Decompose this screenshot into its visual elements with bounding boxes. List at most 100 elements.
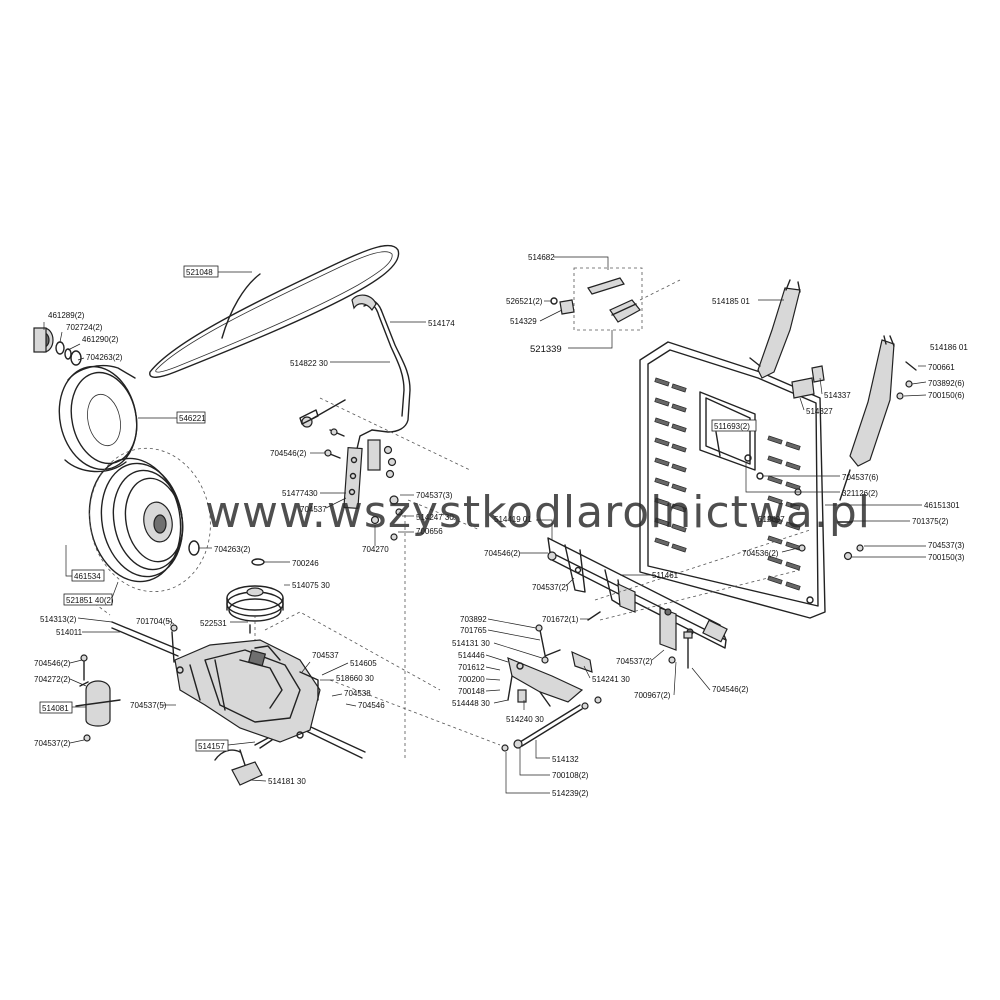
label-514174: 514174 [428,319,455,328]
label-514419-01: 514419 01 [494,515,532,524]
label-514337: 514337 [824,391,851,400]
plate-slot [785,441,801,451]
label-514132: 514132 [552,755,579,764]
plate-slot [785,461,801,471]
label-521851-40: 521851 40(2) [66,596,114,605]
plate-slot [654,497,670,507]
wheel-rim-461534 [88,447,211,593]
label-700200: 700200 [458,675,485,684]
plate-slot [767,475,783,485]
label-461289: 461289(2) [48,311,85,320]
label-704537-e: 704537 [312,651,339,660]
label-704546-a: 704546(2) [270,449,307,458]
plate-slot [654,537,670,547]
label-514247-30: 514247 30 [416,513,454,522]
watermark-text: www.wszystkodlarolnictwa.pl [205,487,871,538]
label-700108: 700108(2) [552,771,589,780]
label-700246: 700246 [292,559,319,568]
side-strut-514185 [749,279,825,399]
plate-slot [767,555,783,565]
label-704546-e: 704546(2) [712,685,749,694]
label-514075-30: 514075 30 [292,581,330,590]
pulley-514075 [226,558,284,634]
label-700150-b: 700150(3) [928,553,965,562]
plate-slot [767,435,783,445]
label-701765: 701765 [460,626,487,635]
label-701375: 701375(2) [912,517,949,526]
label-703892-b: 703892 [460,615,487,624]
control-rod [299,399,346,428]
label-704537-d: 704537(5) [130,701,167,710]
callout-labels: 521048 514174 514822 30 461289(2) 702724… [34,253,968,798]
plate-slot [785,581,801,591]
plate-slot [654,437,670,447]
plate-slot [654,377,670,387]
plate-slot [671,463,687,473]
label-514313: 514313(2) [40,615,77,624]
label-704546-b: 704546(2) [34,659,71,668]
floor-plate-46151301 [639,341,826,619]
label-514081: 514081 [42,704,69,713]
label-511693: 511693(2) [714,422,750,431]
plate-slot [671,503,687,513]
linkage-514240 [507,649,593,707]
label-514157: 514157 [198,742,225,751]
plate-slot [654,457,670,467]
shift-lever-514174 [343,294,411,510]
bracket-514181 [214,737,273,786]
label-461290: 461290(2) [82,335,119,344]
label-514240-30: 514240 30 [506,715,544,724]
label-704538: 704538 [344,689,371,698]
label-518660-30: 518660 30 [336,674,374,683]
label-514011: 514011 [56,628,83,637]
label-700661: 700661 [928,363,955,372]
label-704537-f: 704537(6) [842,473,879,482]
plate-slot [671,403,687,413]
label-514241-30: 514241 30 [592,675,630,684]
plate-slot [654,477,670,487]
axle-bracket-514081 [75,654,121,742]
label-701612: 701612 [458,663,485,672]
assembly-dashed-lines-left [89,397,501,760]
plate-slot [654,517,670,527]
label-512897: 512897 [758,515,785,524]
label-51477430: 51477430 [282,489,318,498]
label-704270: 704270 [362,545,389,554]
label-702724: 702724(2) [66,323,103,332]
plate-slot [785,521,801,531]
label-46151301: 46151301 [924,501,960,510]
label-514605: 514605 [350,659,377,668]
label-704546-c: 704546 [358,701,385,710]
label-514186-01: 514186 01 [930,343,968,352]
plate-slot [671,423,687,433]
label-700656: 700656 [416,527,443,536]
label-704537-b: 704537(3) [416,491,453,500]
label-511461: 511461 [652,571,679,580]
label-514185-01: 514185 01 [712,297,750,306]
plate-slot [767,495,783,505]
frame-hardware [535,611,693,669]
plate-slot [654,397,670,407]
plate-slot [785,561,801,571]
label-526521: 526521(2) [506,297,543,306]
label-700967: 700967(2) [634,691,671,700]
label-704537-i: 704537(2) [616,657,653,666]
label-701704: 701704(5) [136,617,173,626]
plate-slot [671,543,687,553]
label-514239: 514239(2) [552,789,589,798]
label-514131-30: 514131 30 [452,639,490,648]
label-521339: 521339 [530,344,562,355]
label-700148: 700148 [458,687,485,696]
pedal-assembly-521339 [550,267,681,331]
cable-514132 [501,696,602,752]
plate-slot [767,455,783,465]
label-514448-30: 514448 30 [452,699,490,708]
plate-slot [767,515,783,525]
label-703892-a: 703892(6) [928,379,965,388]
label-514327: 514327 [806,407,833,416]
label-514181-30: 514181 30 [268,777,306,786]
plate-slot [671,383,687,393]
plate-slot [671,523,687,533]
lever-hardware [324,428,403,541]
tyre-546221 [58,364,138,473]
